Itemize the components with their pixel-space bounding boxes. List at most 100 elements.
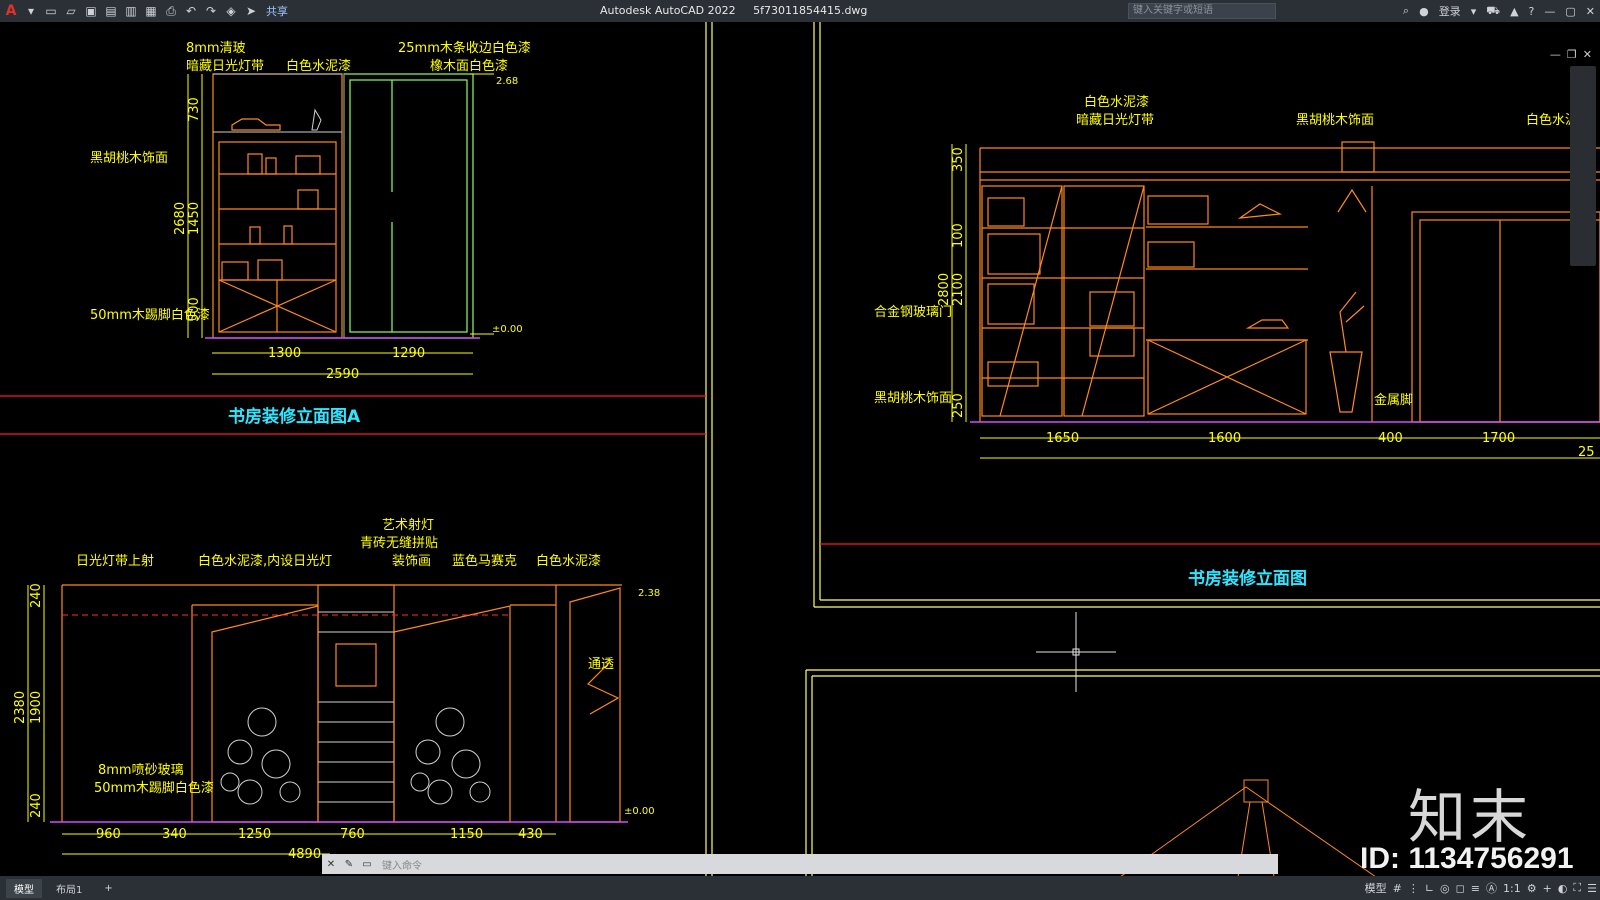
autodesk-icon[interactable]: ▲ bbox=[1510, 4, 1519, 18]
tab-layout1[interactable]: 布局1 bbox=[56, 884, 83, 896]
login-button[interactable]: 登录 bbox=[1438, 5, 1461, 18]
dim-a-v2: 1450 bbox=[187, 202, 202, 235]
autocad-logo-icon[interactable]: A bbox=[5, 3, 17, 19]
title-a: 书房装修立面图A bbox=[228, 406, 361, 427]
user-icon[interactable]: ● bbox=[1419, 4, 1429, 18]
annotation-icon[interactable]: Ⓐ bbox=[1486, 882, 1498, 895]
isolate-icon[interactable]: ◐ bbox=[1557, 881, 1568, 895]
navigation-bar[interactable] bbox=[1570, 66, 1596, 266]
drawing-viewport[interactable]: 8mm清玻 暗藏日光灯带 白色水泥漆 25mm木条收边白色漆 橡木面白色漆 黑胡… bbox=[0, 22, 1600, 877]
customize-icon[interactable]: ✎ bbox=[344, 858, 354, 870]
new-file-icon[interactable]: ▭ bbox=[45, 4, 57, 18]
window-title: Autodesk AutoCAD 2022 5f73011854415.dwg bbox=[600, 4, 867, 17]
lineweight-icon[interactable]: ≡ bbox=[1470, 881, 1481, 895]
add-layout-button[interactable]: + bbox=[104, 882, 113, 894]
command-input[interactable]: 键入命令 bbox=[382, 860, 422, 872]
dim-b-h4: 25 bbox=[1578, 445, 1595, 460]
label-b-4: 合金钢玻璃门 bbox=[874, 304, 952, 320]
ortho-icon[interactable]: ∟ bbox=[1424, 881, 1435, 895]
label-a-4: 橡木面白色漆 bbox=[430, 58, 508, 74]
undo-icon[interactable]: ↶ bbox=[185, 4, 197, 18]
dim-c-v0: 240 bbox=[29, 583, 44, 608]
close-command-icon[interactable]: ✕ bbox=[326, 858, 336, 870]
publish-icon[interactable]: ▥ bbox=[125, 4, 137, 18]
fullscreen-icon[interactable]: ⛶ bbox=[1573, 881, 1582, 894]
model-space-button[interactable]: 模型 bbox=[1364, 882, 1387, 895]
title-bar: A ▾ ▭ ▱ ▣ ▤ ▥ ▦ ⎙ ↶ ↷ ◈ ➤ 共享 Autodesk Au… bbox=[0, 0, 1600, 22]
dim-c-h4: 1150 bbox=[450, 827, 483, 842]
level-c-1: ±0.00 bbox=[624, 806, 655, 817]
cart-icon[interactable]: ▾ bbox=[1470, 4, 1477, 18]
search-icon[interactable]: ⌕ bbox=[1402, 4, 1410, 17]
dim-b-h3: 1700 bbox=[1482, 431, 1515, 446]
grid-icon[interactable]: # bbox=[1392, 881, 1402, 895]
label-a-5: 黑胡桃木饰面 bbox=[90, 151, 168, 166]
send-icon[interactable]: ➤ bbox=[245, 4, 257, 18]
dim-c-h6: 4890 bbox=[288, 847, 321, 862]
dim-c-h5: 430 bbox=[518, 827, 543, 842]
store-icon[interactable]: ⛟ bbox=[1486, 3, 1501, 17]
elevation-a: 8mm清玻 暗藏日光灯带 白色水泥漆 25mm木条收边白色漆 橡木面白色漆 黑胡… bbox=[90, 40, 531, 427]
chevron-down-icon[interactable]: ▾ bbox=[27, 4, 35, 18]
viewport-restore-icon[interactable]: ❐ bbox=[1566, 48, 1577, 61]
dim-a-v3: 500 bbox=[187, 297, 202, 322]
osnap-icon[interactable]: ◻ bbox=[1455, 881, 1465, 895]
print-icon[interactable]: ⎙ bbox=[166, 3, 176, 18]
dim-b-h2: 400 bbox=[1378, 431, 1403, 446]
workspace-icon[interactable]: ◈ bbox=[226, 4, 236, 18]
title-b: 书房装修立面图 bbox=[1188, 568, 1307, 589]
dim-b-h0: 1650 bbox=[1046, 431, 1079, 446]
scale-dropdown[interactable]: 1:1 bbox=[1503, 881, 1521, 895]
viewport-close-icon[interactable]: ✕ bbox=[1582, 48, 1592, 61]
dim-b-v4: 250 bbox=[951, 393, 966, 418]
command-history-icon[interactable]: ▭ bbox=[362, 858, 372, 870]
menu-icon[interactable]: ☰ bbox=[1587, 881, 1597, 895]
file-name: 5f73011854415.dwg bbox=[753, 4, 868, 17]
level-a-1: ±0.00 bbox=[492, 324, 523, 335]
open-folder-icon[interactable]: ▱ bbox=[66, 4, 76, 18]
polar-icon[interactable]: ◎ bbox=[1440, 881, 1450, 895]
minimize-icon[interactable]: — bbox=[1544, 4, 1556, 18]
save-as-icon[interactable]: ▤ bbox=[105, 4, 117, 18]
tab-model[interactable]: 模型 bbox=[6, 878, 42, 898]
level-c-0: 2.38 bbox=[638, 588, 660, 599]
viewport-controls: — ❐ ✕ bbox=[1550, 48, 1592, 61]
save-icon[interactable]: ▣ bbox=[85, 4, 97, 18]
cad-drawing: 8mm清玻 暗藏日光灯带 白色水泥漆 25mm木条收边白色漆 橡木面白色漆 黑胡… bbox=[0, 22, 1600, 877]
dim-b-v1: 100 bbox=[951, 223, 966, 248]
dim-b-v0: 350 bbox=[951, 147, 966, 172]
label-a-0: 8mm清玻 bbox=[186, 41, 246, 56]
gear-icon[interactable]: ⚙ bbox=[1526, 881, 1537, 895]
dim-b-h1: 1600 bbox=[1208, 431, 1241, 446]
snap-icon[interactable]: ⋮ bbox=[1407, 881, 1419, 895]
close-icon[interactable]: ✕ bbox=[1585, 4, 1595, 18]
crosshair-cursor bbox=[1036, 612, 1116, 692]
frame-lines bbox=[705, 22, 1600, 877]
viewport-minimize-icon[interactable]: — bbox=[1549, 48, 1561, 61]
label-a-3: 25mm木条收边白色漆 bbox=[398, 40, 531, 56]
label-a-2: 白色水泥漆 bbox=[286, 58, 351, 74]
dim-c-h0: 960 bbox=[96, 827, 121, 842]
dim-c-v1: 2380 bbox=[13, 691, 28, 724]
dim-a-h1: 1290 bbox=[392, 346, 425, 361]
label-c-5: 蓝色马赛克 bbox=[452, 553, 517, 569]
share-button[interactable]: 共享 bbox=[266, 5, 288, 18]
help-icon[interactable]: ? bbox=[1528, 4, 1535, 18]
label-b-2: 黑胡桃木饰面 bbox=[1296, 113, 1374, 128]
dim-c-h3: 760 bbox=[340, 827, 365, 842]
maximize-icon[interactable]: ▢ bbox=[1565, 4, 1576, 18]
label-c-6: 白色水泥漆 bbox=[536, 553, 601, 569]
redo-icon[interactable]: ↷ bbox=[205, 4, 217, 18]
command-line[interactable]: ✕ ✎ ▭ 键入命令 bbox=[322, 854, 1278, 874]
dim-a-v1: 2680 bbox=[173, 202, 188, 235]
status-bar: 模型 布局1 + 模型 # ⋮ ∟ ◎ ◻ ≡ Ⓐ 1:1 ⚙ + ◐ ⛶ ☰ bbox=[0, 876, 1600, 900]
app-name: Autodesk AutoCAD 2022 bbox=[600, 4, 736, 17]
search-input[interactable]: 键入关键字或短语 bbox=[1128, 3, 1276, 19]
watermark-logo: 知末 bbox=[1408, 783, 1533, 851]
label-c-0: 日光灯带上射 bbox=[76, 553, 154, 569]
plot-icon[interactable]: ▦ bbox=[145, 4, 157, 18]
label-c-8: 8mm喷砂玻璃 bbox=[98, 763, 184, 778]
label-c-9: 50mm木踢脚白色漆 bbox=[94, 780, 214, 796]
plus-icon[interactable]: + bbox=[1542, 881, 1552, 895]
label-b-5: 黑胡桃木饰面 bbox=[874, 391, 952, 406]
